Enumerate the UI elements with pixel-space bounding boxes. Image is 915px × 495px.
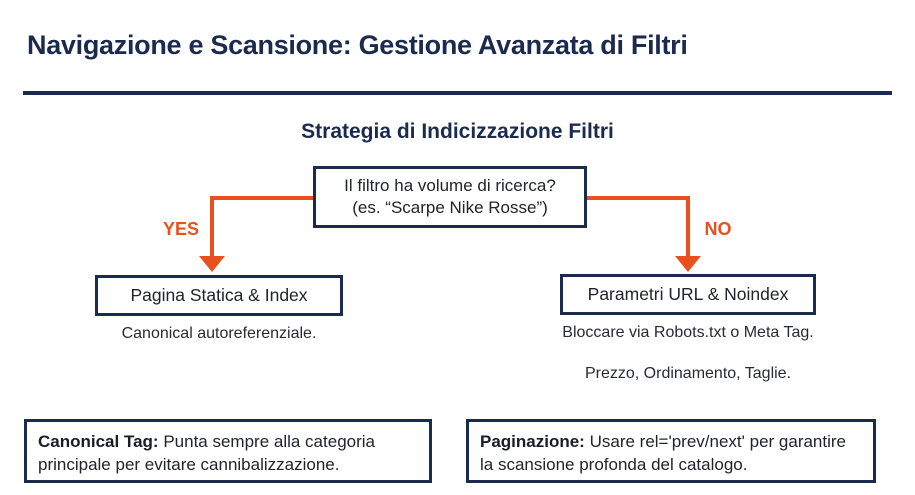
arrow-down-yes-icon — [199, 256, 225, 272]
note-canonical-label: Canonical Tag: — [38, 432, 159, 451]
page-title: Navigazione e Scansione: Gestione Avanza… — [27, 30, 688, 60]
result-yes-label: Pagina Statica & Index — [130, 285, 308, 305]
yes-branch-label: YES — [162, 219, 200, 239]
connector-yes-horizontal — [212, 196, 313, 200]
note-pagination-text: Usare rel='prev/next' per garantire la s… — [480, 432, 847, 474]
result-box-yes: Pagina Statica & Index — [95, 275, 343, 316]
note-pagination-label: Paginazione: — [480, 432, 585, 451]
caption-no-primary: Bloccare via Robots.txt o Meta Tag. — [562, 324, 814, 341]
connector-no-horizontal — [587, 196, 688, 200]
note-canonical-tag: Canonical Tag: Punta sempre alla categor… — [24, 419, 432, 483]
title-divider — [23, 91, 892, 95]
decision-example: (es. “Scarpe Nike Rosse”) — [352, 198, 548, 217]
note-canonical-text: Punta sempre alla categoria principale p… — [38, 432, 375, 474]
result-no-label: Parametri URL & Noindex — [587, 284, 789, 304]
arrow-down-no-icon — [675, 256, 701, 272]
connector-no-vertical — [686, 196, 690, 257]
note-pagination: Paginazione: Usare rel='prev/next' per g… — [466, 419, 876, 483]
diagram-title: Strategia di Indicizzazione Filtri — [301, 120, 614, 143]
caption-no-secondary: Prezzo, Ordinamento, Taglie. — [584, 365, 792, 382]
decision-box: Il filtro ha volume di ricerca? (es. “Sc… — [313, 166, 587, 228]
decision-question: Il filtro ha volume di ricerca? — [344, 175, 556, 195]
connector-yes-vertical — [210, 196, 214, 257]
result-box-no: Parametri URL & Noindex — [560, 274, 816, 315]
caption-yes: Canonical autoreferenziale. — [121, 325, 317, 342]
no-branch-label: NO — [704, 219, 732, 239]
